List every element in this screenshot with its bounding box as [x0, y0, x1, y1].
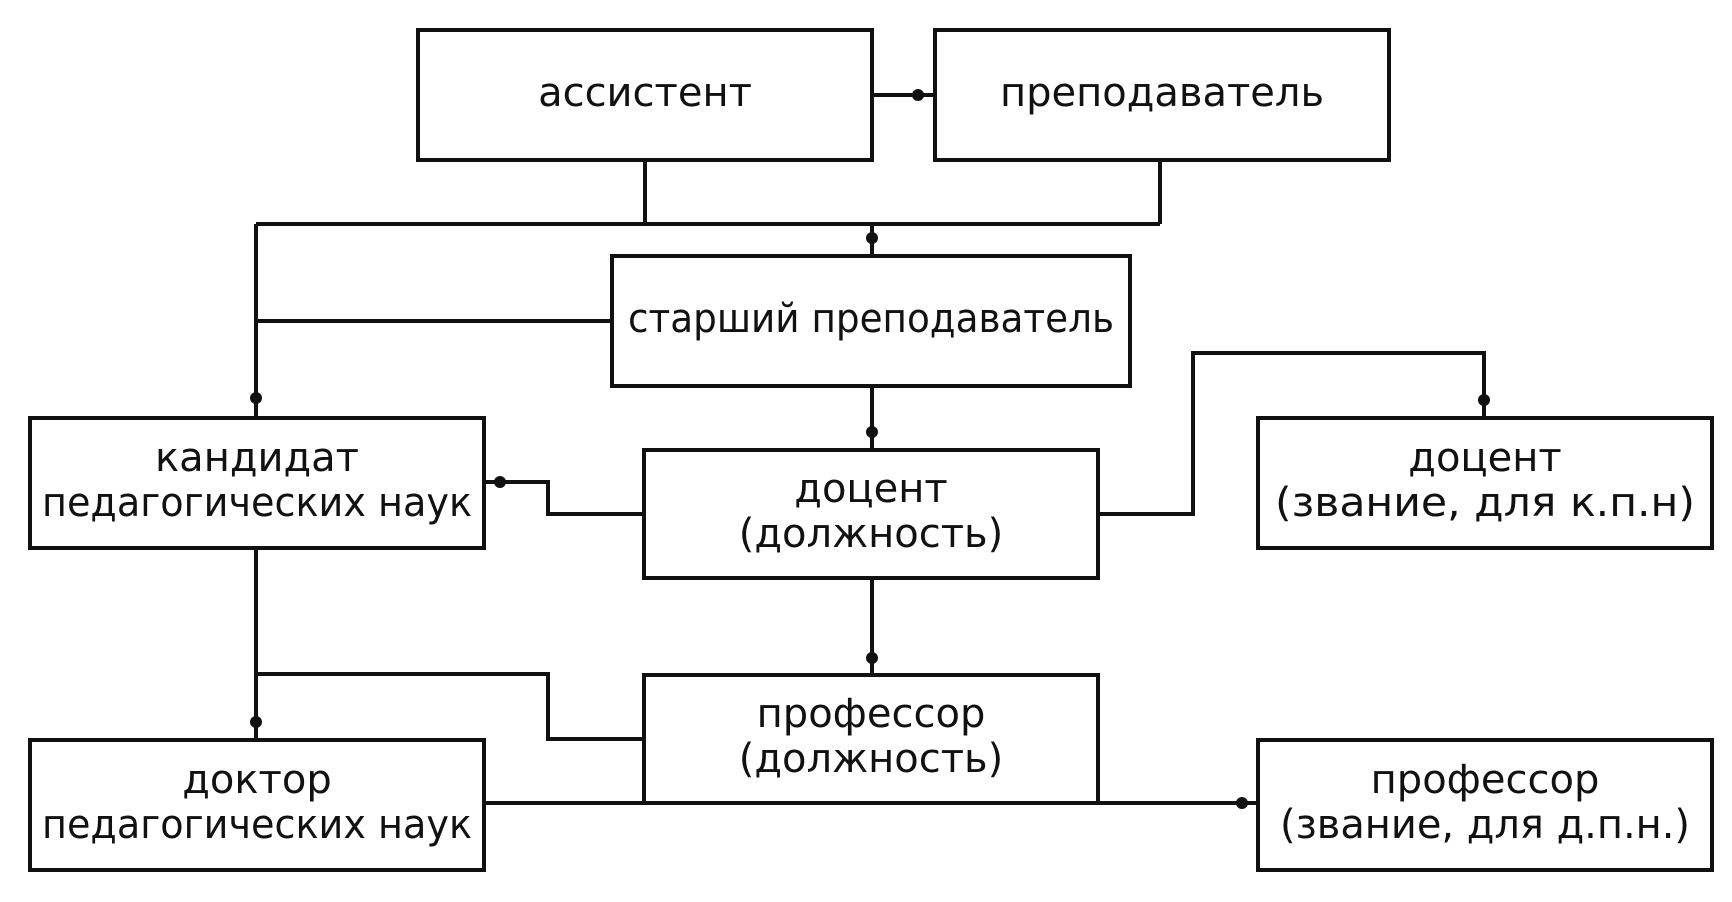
node-senior-lecturer-label: старший преподаватель	[628, 296, 1114, 342]
arrow-dot-candidate-right	[494, 476, 506, 488]
node-senior-lecturer: старший преподаватель	[610, 254, 1132, 388]
node-candidate-line2: педагогических наук	[42, 480, 472, 526]
arrow-dot-docent-title	[1478, 394, 1490, 406]
edge-candidate-professor	[256, 672, 644, 741]
arrow-dot-professor-position	[866, 652, 878, 664]
node-professor-title-line2: (звание, для д.п.н.)	[1280, 802, 1690, 848]
node-professor-title-line1: профессор	[1371, 757, 1600, 803]
node-docent-title-line1: доцент	[1408, 435, 1561, 481]
node-professor-position-line1: профессор	[757, 691, 986, 737]
node-professor-position: профессор (должность)	[642, 673, 1100, 805]
node-candidate-line1: кандидат	[155, 435, 359, 481]
connectors	[250, 89, 1490, 809]
node-doctor-line2: педагогических наук	[42, 802, 472, 848]
node-docent-title-line2: (звание, для к.п.н)	[1275, 480, 1695, 526]
arrow-dot-senior	[866, 232, 878, 244]
node-lecturer-label: преподаватель	[1000, 70, 1324, 116]
arrow-dot-candidate	[250, 392, 262, 404]
node-docent-position-line2: (должность)	[739, 511, 1003, 557]
node-assistant-label: ассистент	[538, 70, 752, 116]
node-professor-position-line2: (должность)	[739, 736, 1003, 782]
node-professor-title: профессор (звание, для д.п.н.)	[1256, 738, 1714, 872]
node-docent-position: доцент (должность)	[642, 448, 1100, 580]
node-docent-position-line1: доцент	[794, 466, 947, 512]
arrow-dot-doctor	[250, 716, 262, 728]
node-docent-title: доцент (звание, для к.п.н)	[1256, 416, 1714, 550]
node-candidate: кандидат педагогических наук	[28, 416, 486, 550]
edge-docent-candidate	[484, 480, 644, 516]
arrow-dot-docent-position	[866, 426, 878, 438]
arrow-dot-professor-title	[1236, 797, 1248, 809]
node-doctor-line1: доктор	[182, 757, 331, 803]
node-assistant: ассистент	[416, 28, 874, 162]
node-lecturer: преподаватель	[933, 28, 1391, 162]
node-doctor: доктор педагогических наук	[28, 738, 486, 872]
arrow-dot-lecturer	[912, 89, 924, 101]
edge-docent-title	[1097, 351, 1486, 516]
